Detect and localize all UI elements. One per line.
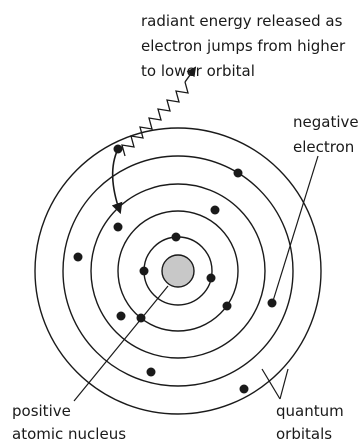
electron: [267, 298, 277, 308]
electron: [116, 311, 126, 321]
radiant-energy-wave: [121, 81, 189, 157]
nucleus-label-line2: atomic nucleus: [12, 425, 126, 443]
orbit-2: [117, 210, 239, 332]
nucleus: [161, 254, 195, 288]
electron: [210, 205, 220, 215]
energy-label-line2: electron jumps from higher: [141, 37, 346, 55]
electron: [233, 168, 243, 178]
electron: [146, 367, 156, 377]
energy-label-line3: to lower orbital: [141, 62, 255, 80]
radiant-energy-arrow: [184, 66, 197, 83]
electron-leader-line: [272, 155, 319, 302]
electron: [239, 384, 249, 394]
orbitals-label-line1: quantum: [276, 402, 344, 420]
nucleus-label-line1: positive: [12, 402, 71, 420]
energy-label-line1: radiant energy released as: [141, 12, 343, 30]
jump-arrow: [111, 148, 123, 215]
electron: [113, 222, 123, 232]
electron: [139, 266, 149, 276]
electron: [171, 232, 181, 242]
electron: [73, 252, 83, 262]
electron: [206, 273, 216, 283]
electron-label-line2: electron: [293, 138, 354, 156]
electron-label-line1: negative: [293, 113, 359, 131]
orbitals-leader-line-2: [279, 368, 289, 400]
orbitals-leader-line-1: [261, 368, 281, 400]
orbit-5: [34, 127, 322, 415]
orbitals-label-line2: orbitals: [276, 425, 332, 443]
orbit-4: [62, 155, 294, 387]
electron: [222, 301, 232, 311]
nucleus-leader-line: [73, 285, 169, 402]
orbit-3: [90, 183, 266, 359]
